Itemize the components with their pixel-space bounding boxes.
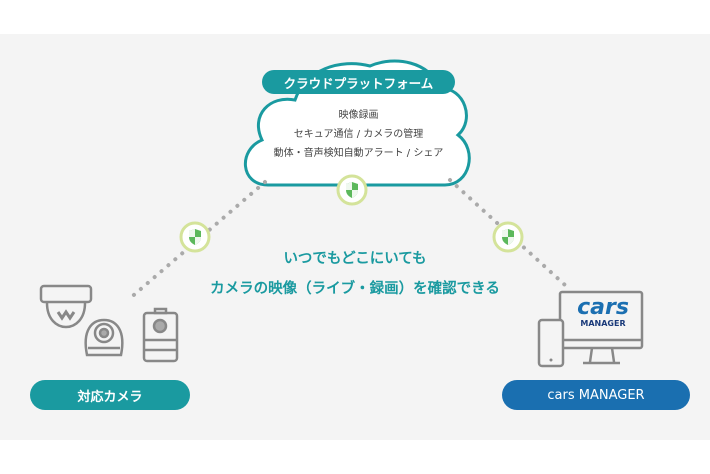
shield-icon — [179, 221, 211, 253]
cloud-platform-title: クラウドプラットフォーム — [262, 70, 455, 94]
center-message: いつでもどこにいても カメラの映像（ライブ・録画）を確認できる — [180, 244, 530, 304]
message-line-1: いつでもどこにいても — [283, 251, 427, 267]
box-camera-icon — [142, 307, 179, 363]
feature-item: 映像録画 — [338, 110, 379, 121]
cars-manager-label: cars MANAGER — [502, 380, 690, 410]
message-line-2: カメラの映像（ライブ・録画）を確認できる — [210, 281, 500, 297]
cloud-feature-list: 映像録画 セキュア通信 / カメラの管理 動体・音声検知自動アラート / シェア — [262, 106, 455, 163]
dome-camera-icon — [39, 284, 93, 329]
shield-icon — [336, 174, 368, 206]
shield-icon — [492, 221, 524, 253]
feature-item: セキュア通信 / カメラの管理 — [293, 129, 424, 140]
ptz-camera-icon — [84, 318, 124, 357]
feature-item: 動体・音声検知自動アラート / シェア — [273, 148, 444, 159]
logo-main: cars — [577, 295, 629, 320]
dotted-link-right — [448, 178, 567, 287]
cars-manager-logo: cars MANAGER — [568, 295, 638, 329]
supported-cameras-label: 対応カメラ — [30, 380, 190, 410]
logo-sub: MANAGER — [580, 319, 626, 328]
smartphone-icon — [537, 318, 565, 368]
